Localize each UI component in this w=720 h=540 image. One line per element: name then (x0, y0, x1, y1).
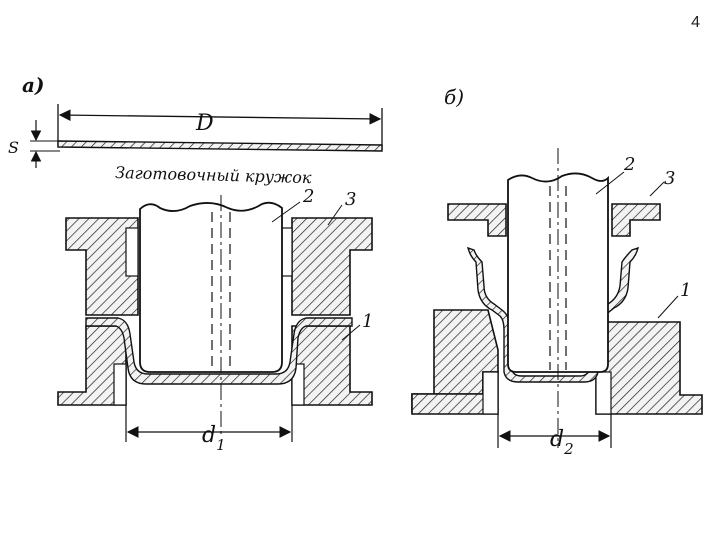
panel-b-punch-number: 2 (623, 154, 635, 175)
panel-a-punch (139, 201, 283, 373)
panel-a-diameter-dimension: d1 (125, 405, 293, 454)
panel-b-diameter-label: d2 (550, 427, 574, 458)
panel-b-drawing-die (411, 309, 703, 415)
panel-a-label: а) (22, 73, 44, 97)
panel-a-holder-number: 3 (345, 189, 356, 210)
panel-a-diameter-label: d1 (202, 423, 226, 454)
blank-thickness-dimension: S (8, 120, 60, 168)
blank-diameter-label: D (195, 111, 214, 136)
panel-b-die-number: 1 (680, 280, 691, 301)
blank-diameter-dimension: D (57, 104, 383, 150)
panel-b-punch (507, 172, 609, 373)
page-number: 4 (691, 14, 700, 31)
panel-a-blank-holder (65, 217, 373, 316)
panel-a-diameter-subscript: 1 (216, 436, 226, 454)
panel-a-drawn-cup (85, 317, 353, 385)
panel-a-punch-number: 2 (302, 186, 314, 207)
blank-disc (57, 140, 383, 152)
panel-a-part-labels: 2 3 1 (271, 186, 373, 341)
panel-b-label: б) (444, 85, 464, 109)
panel-b-diameter-base: d (550, 427, 564, 452)
panel-b-holder-number: 3 (664, 168, 675, 189)
panel-b-diameter-dimension: d2 (497, 414, 612, 458)
panel-b-part-labels: 2 3 1 (595, 154, 691, 319)
panel-a-diameter-base: d (202, 423, 216, 448)
blank-caption: Заготовочный кружок (115, 163, 312, 187)
panel-b-blank-holder (447, 203, 661, 237)
panel-b-diameter-subscript: 2 (563, 440, 574, 458)
panel-a-die-number: 1 (362, 311, 373, 332)
blank-thickness-label: S (8, 138, 19, 157)
